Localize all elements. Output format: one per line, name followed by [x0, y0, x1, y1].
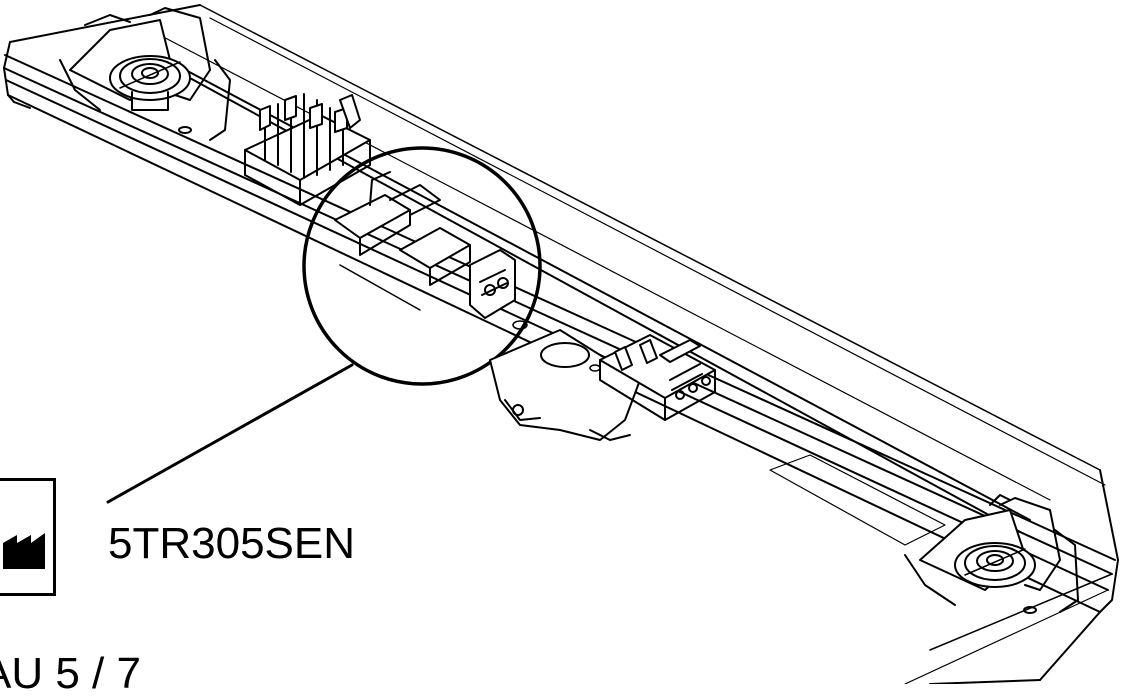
luminaire-assembly-drawing	[3, 4, 1119, 684]
right-terminal-block	[599, 334, 716, 421]
part-number-label: 5TR305SEN	[108, 519, 356, 568]
diffuser-panel	[769, 454, 946, 546]
left-end-bracket	[59, 7, 231, 141]
detail-circle	[302, 146, 542, 386]
page-reference: AU 5 / 7	[0, 649, 141, 698]
callout-leader-line	[106, 363, 354, 504]
top-terminal-block	[244, 93, 371, 206]
manufacturer-symbol-box	[0, 478, 56, 596]
channel-hole	[512, 320, 528, 330]
channel-hole	[589, 364, 601, 372]
factory-icon	[3, 533, 45, 569]
mounting-plate	[489, 329, 641, 441]
right-end-bracket	[904, 494, 1079, 614]
